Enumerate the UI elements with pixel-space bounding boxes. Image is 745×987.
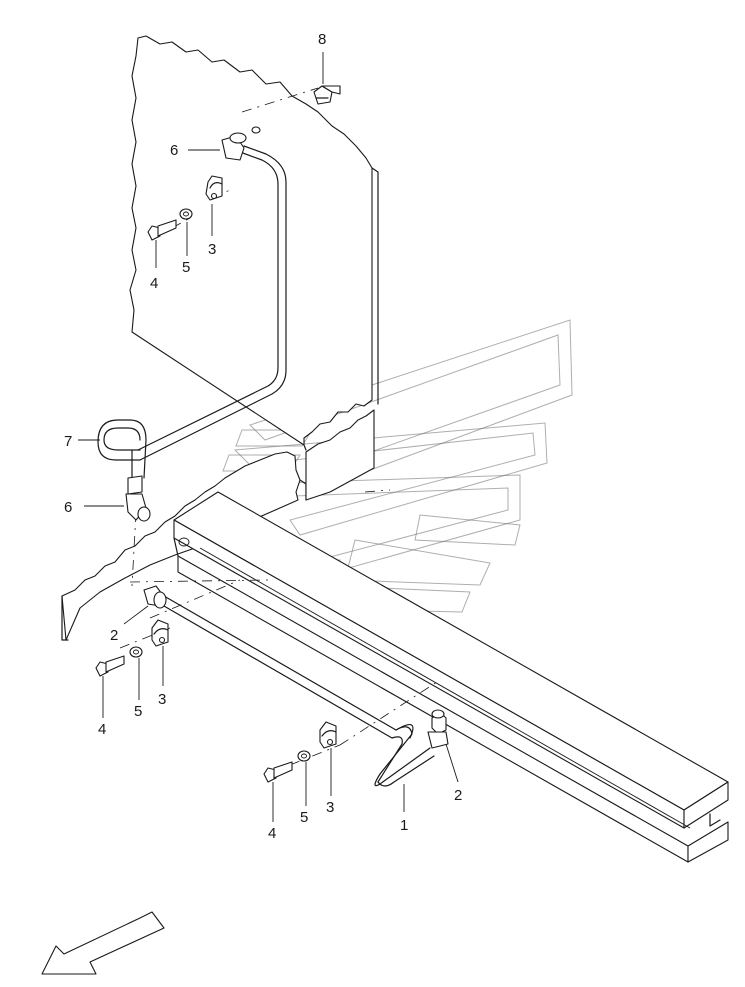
- bolt-middle: [95, 655, 125, 677]
- callout-3-middle: 3: [158, 691, 166, 708]
- callout-5-middle: 5: [134, 703, 142, 720]
- mid-panel-piece: [305, 409, 375, 501]
- callout-4-lower: 4: [268, 825, 276, 842]
- i-beam-rail: [173, 491, 729, 863]
- callout-2-right: 2: [454, 787, 462, 804]
- callout-8: 8: [318, 31, 326, 48]
- callout-6-lower: 6: [64, 499, 72, 516]
- fitting-part-2-right: [427, 709, 449, 749]
- callout-3-lower: 3: [326, 799, 334, 816]
- clamp-middle: [151, 619, 169, 647]
- upper-panel: [129, 35, 379, 451]
- callout-4-upper: 4: [150, 275, 158, 292]
- fitting-part-2-left: [143, 585, 167, 609]
- callout-6-upper: 6: [170, 142, 178, 159]
- callout-5-upper: 5: [182, 259, 190, 276]
- elbow-part-6: [125, 475, 151, 522]
- lower-pipe-part-1: [163, 595, 435, 787]
- callout-labels: 8 6 3 5 4 7 6 2 3 5 4 3 5 4 1 2: [64, 31, 462, 842]
- callout-5-lower: 5: [300, 809, 308, 826]
- bolt-upper: [147, 219, 177, 241]
- callout-2-left: 2: [110, 627, 118, 644]
- callout-3-upper: 3: [208, 241, 216, 258]
- direction-arrow-icon: [41, 911, 165, 975]
- bolt-lower: [263, 761, 293, 783]
- clamp-lower: [319, 721, 337, 749]
- clamp-upper: [205, 175, 223, 201]
- callout-7: 7: [64, 433, 72, 450]
- callout-1: 1: [400, 817, 408, 834]
- washer-lower: [297, 750, 311, 762]
- washer-upper: [179, 208, 193, 220]
- breather-part-8: [313, 85, 341, 105]
- upper-pipe: [137, 126, 287, 461]
- leader-lines: [78, 52, 459, 822]
- loop-part-7: [97, 419, 147, 479]
- callout-4-middle: 4: [98, 721, 106, 738]
- washer-middle: [129, 646, 143, 658]
